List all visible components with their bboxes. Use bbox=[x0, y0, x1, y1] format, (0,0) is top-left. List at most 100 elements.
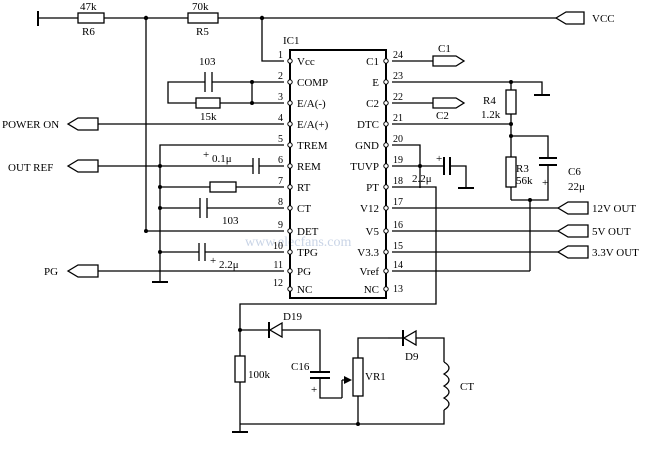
out-ref-label: OUT REF bbox=[8, 162, 53, 174]
svg-text:E/A(-): E/A(-) bbox=[297, 98, 326, 110]
svg-text:5: 5 bbox=[278, 134, 283, 145]
svg-text:Vcc: Vcc bbox=[297, 56, 315, 68]
out-12v-label: 12V OUT bbox=[592, 203, 636, 215]
ic1-right-pins bbox=[383, 58, 389, 292]
ic1-left-pins bbox=[287, 58, 293, 292]
r6-label: R6 bbox=[82, 26, 95, 38]
c16-plus: + bbox=[311, 384, 317, 396]
c6-value: 22μ bbox=[568, 181, 585, 193]
r4-label: R4 bbox=[483, 95, 496, 107]
svg-text:12: 12 bbox=[273, 278, 283, 289]
svg-text:9: 9 bbox=[278, 220, 283, 231]
rem-cap-plus: + bbox=[203, 149, 209, 161]
svg-text:C2: C2 bbox=[366, 98, 379, 110]
svg-text:17: 17 bbox=[393, 197, 403, 208]
comp-res-value: 15k bbox=[200, 111, 217, 123]
svg-text:COMP: COMP bbox=[297, 77, 328, 89]
tpg-cap-value: 2.2μ bbox=[219, 259, 239, 271]
svg-text:CT: CT bbox=[297, 203, 311, 215]
power-on-label: POWER ON bbox=[2, 119, 59, 131]
ic1-left-pin-names: Vcc COMP E/A(-) E/A(+) TREM REM RT CT DE… bbox=[297, 56, 329, 296]
svg-text:V3.3: V3.3 bbox=[357, 247, 379, 259]
svg-text:1: 1 bbox=[278, 50, 283, 61]
r3-value: 56k bbox=[516, 175, 533, 187]
pg-label: PG bbox=[44, 266, 58, 278]
svg-text:REM: REM bbox=[297, 161, 321, 173]
ct-cap bbox=[158, 198, 284, 218]
tpg-cap-plus: + bbox=[210, 255, 216, 267]
c1-label: C1 bbox=[438, 43, 451, 55]
svg-text:6: 6 bbox=[278, 155, 283, 166]
svg-text:24: 24 bbox=[393, 50, 403, 61]
c16-label: C16 bbox=[291, 361, 310, 373]
rem-cap-value: 0.1μ bbox=[212, 153, 232, 165]
rt-resistor bbox=[158, 181, 284, 193]
svg-text:16: 16 bbox=[393, 220, 403, 231]
svg-text:E: E bbox=[372, 77, 379, 89]
vcc-port bbox=[554, 11, 585, 25]
tuvp-cap bbox=[392, 157, 474, 189]
ct-cap-value: 103 bbox=[222, 215, 239, 227]
ic1-left-pin-numbers: 1 2 3 4 5 6 7 8 9 10 11 12 bbox=[273, 50, 283, 289]
r4-value: 1.2k bbox=[481, 109, 501, 121]
svg-text:NC: NC bbox=[297, 284, 312, 296]
comp-network bbox=[167, 72, 284, 109]
comp-cap-value: 103 bbox=[199, 56, 216, 68]
svg-text:10: 10 bbox=[273, 241, 283, 252]
svg-text:PT: PT bbox=[366, 182, 379, 194]
svg-text:13: 13 bbox=[393, 284, 403, 295]
svg-text:14: 14 bbox=[393, 260, 403, 271]
svg-text:4: 4 bbox=[278, 113, 283, 124]
ic1-right-pin-names: C1 E C2 DTC GND TUVP PT V12 V5 V3.3 Vref… bbox=[350, 56, 379, 296]
r100k-value: 100k bbox=[248, 369, 271, 381]
ic1-label: IC1 bbox=[283, 35, 300, 47]
pg-port bbox=[66, 264, 99, 278]
ic1-right-pin-numbers: 24 23 22 21 20 19 18 17 16 15 14 13 bbox=[393, 50, 403, 295]
c6-plus: + bbox=[542, 177, 548, 189]
r6-value: 47k bbox=[80, 1, 97, 13]
out-ref-port bbox=[66, 159, 99, 173]
out-5v-port bbox=[556, 224, 589, 238]
svg-text:TREM: TREM bbox=[297, 140, 328, 152]
d9-label: D9 bbox=[405, 351, 419, 363]
tuvp-cap-value: 2.2μ bbox=[412, 173, 432, 185]
svg-text:Vref: Vref bbox=[360, 266, 380, 278]
svg-text:19: 19 bbox=[393, 155, 403, 166]
out-33v-port bbox=[556, 245, 589, 259]
svg-text:V5: V5 bbox=[366, 226, 380, 238]
svg-text:DET: DET bbox=[297, 226, 319, 238]
svg-text:23: 23 bbox=[393, 71, 403, 82]
c1-port bbox=[432, 55, 466, 67]
svg-text:TUVP: TUVP bbox=[350, 161, 379, 173]
c6-label: C6 bbox=[568, 166, 581, 178]
vcc-label: VCC bbox=[592, 13, 615, 25]
svg-text:3: 3 bbox=[278, 92, 283, 103]
svg-text:E/A(+): E/A(+) bbox=[297, 119, 329, 131]
bottom-network bbox=[232, 321, 450, 433]
out-33v-label: 3.3V OUT bbox=[592, 247, 639, 259]
vr1-label: VR1 bbox=[365, 371, 386, 383]
svg-text:15: 15 bbox=[393, 241, 403, 252]
svg-text:8: 8 bbox=[278, 197, 283, 208]
c2-label: C2 bbox=[436, 110, 449, 122]
r5-label: R5 bbox=[196, 26, 209, 38]
svg-text:C1: C1 bbox=[366, 56, 379, 68]
svg-text:20: 20 bbox=[393, 134, 403, 145]
dtc-divider bbox=[392, 82, 557, 271]
svg-text:DTC: DTC bbox=[357, 119, 379, 131]
svg-text:PG: PG bbox=[297, 266, 311, 278]
rem-network bbox=[158, 144, 284, 282]
r3-label: R3 bbox=[516, 163, 529, 175]
ic1-body bbox=[289, 49, 387, 299]
top-rail bbox=[37, 11, 556, 26]
svg-text:21: 21 bbox=[393, 113, 403, 124]
watermark: www.elecfans.com bbox=[245, 235, 351, 250]
svg-text:GND: GND bbox=[355, 140, 379, 152]
out-12v-port bbox=[556, 201, 589, 215]
ct-label: CT bbox=[460, 381, 474, 393]
tuvp-cap-plus: + bbox=[436, 153, 442, 165]
svg-text:RT: RT bbox=[297, 182, 311, 194]
svg-text:TPG: TPG bbox=[297, 247, 318, 259]
svg-text:18: 18 bbox=[393, 176, 403, 187]
